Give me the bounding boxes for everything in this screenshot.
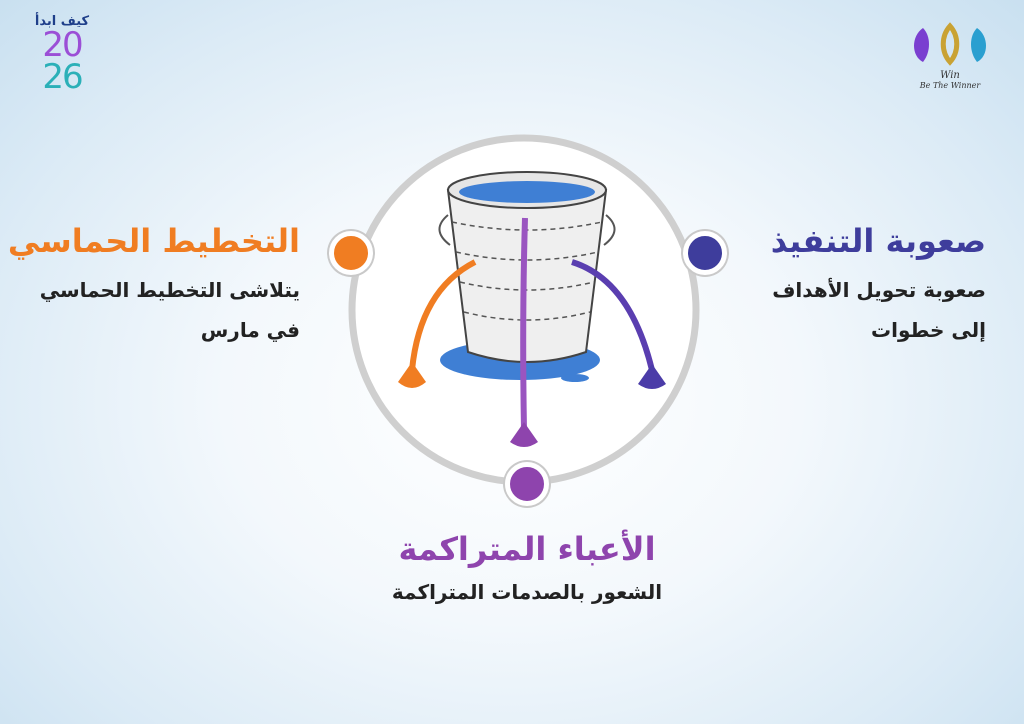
logo-caption: كيف ابدأ: [34, 14, 90, 29]
point-bottom-line-1: الشعور بالصدمات المتراكمة: [391, 580, 663, 604]
point-left-title: التخطيط الحماسي: [7, 222, 300, 260]
blue-stream: [571, 259, 655, 371]
point-left: التخطيط الحماسي يتلاشى التخطيط الحماسي ف…: [7, 222, 300, 350]
point-left-line-2: في مارس: [200, 318, 300, 342]
purple-splash: [510, 422, 538, 447]
point-right-line-1: صعوبة تحويل الأهداف: [772, 278, 986, 302]
orange-stream: [409, 259, 477, 371]
logo-name: Win: [940, 70, 960, 81]
point-bottom-title: الأعباء المتراكمة: [398, 530, 656, 568]
bucket-icon: [438, 171, 616, 363]
point-right: صعوبة التنفيذ صعوبة تحويل الأهداف إلى خط…: [771, 222, 986, 350]
logo-year-bottom: 26: [42, 57, 83, 97]
leaf-logo-icon: [914, 22, 986, 66]
purple-stream: [520, 217, 528, 431]
orange-splash: [398, 362, 426, 388]
blue-marker: [683, 231, 727, 275]
logo-tagline: Be The Winner: [919, 81, 981, 90]
point-bottom: الأعباء المتراكمة الشعور بالصدمات المترا…: [327, 530, 727, 612]
point-right-line-2: إلى خطوات: [871, 318, 986, 342]
purple-marker: [505, 462, 549, 506]
logo-year-top: 20: [42, 25, 83, 65]
logo-win: Win Be The Winner: [905, 22, 995, 90]
point-left-line-1: يتلاشى التخطيط الحماسي: [39, 278, 300, 302]
blue-splash: [638, 364, 666, 389]
point-right-title: صعوبة التنفيذ: [770, 222, 986, 260]
orange-marker: [329, 231, 373, 275]
logo-2026: كيف ابدأ 20 26: [22, 14, 102, 97]
